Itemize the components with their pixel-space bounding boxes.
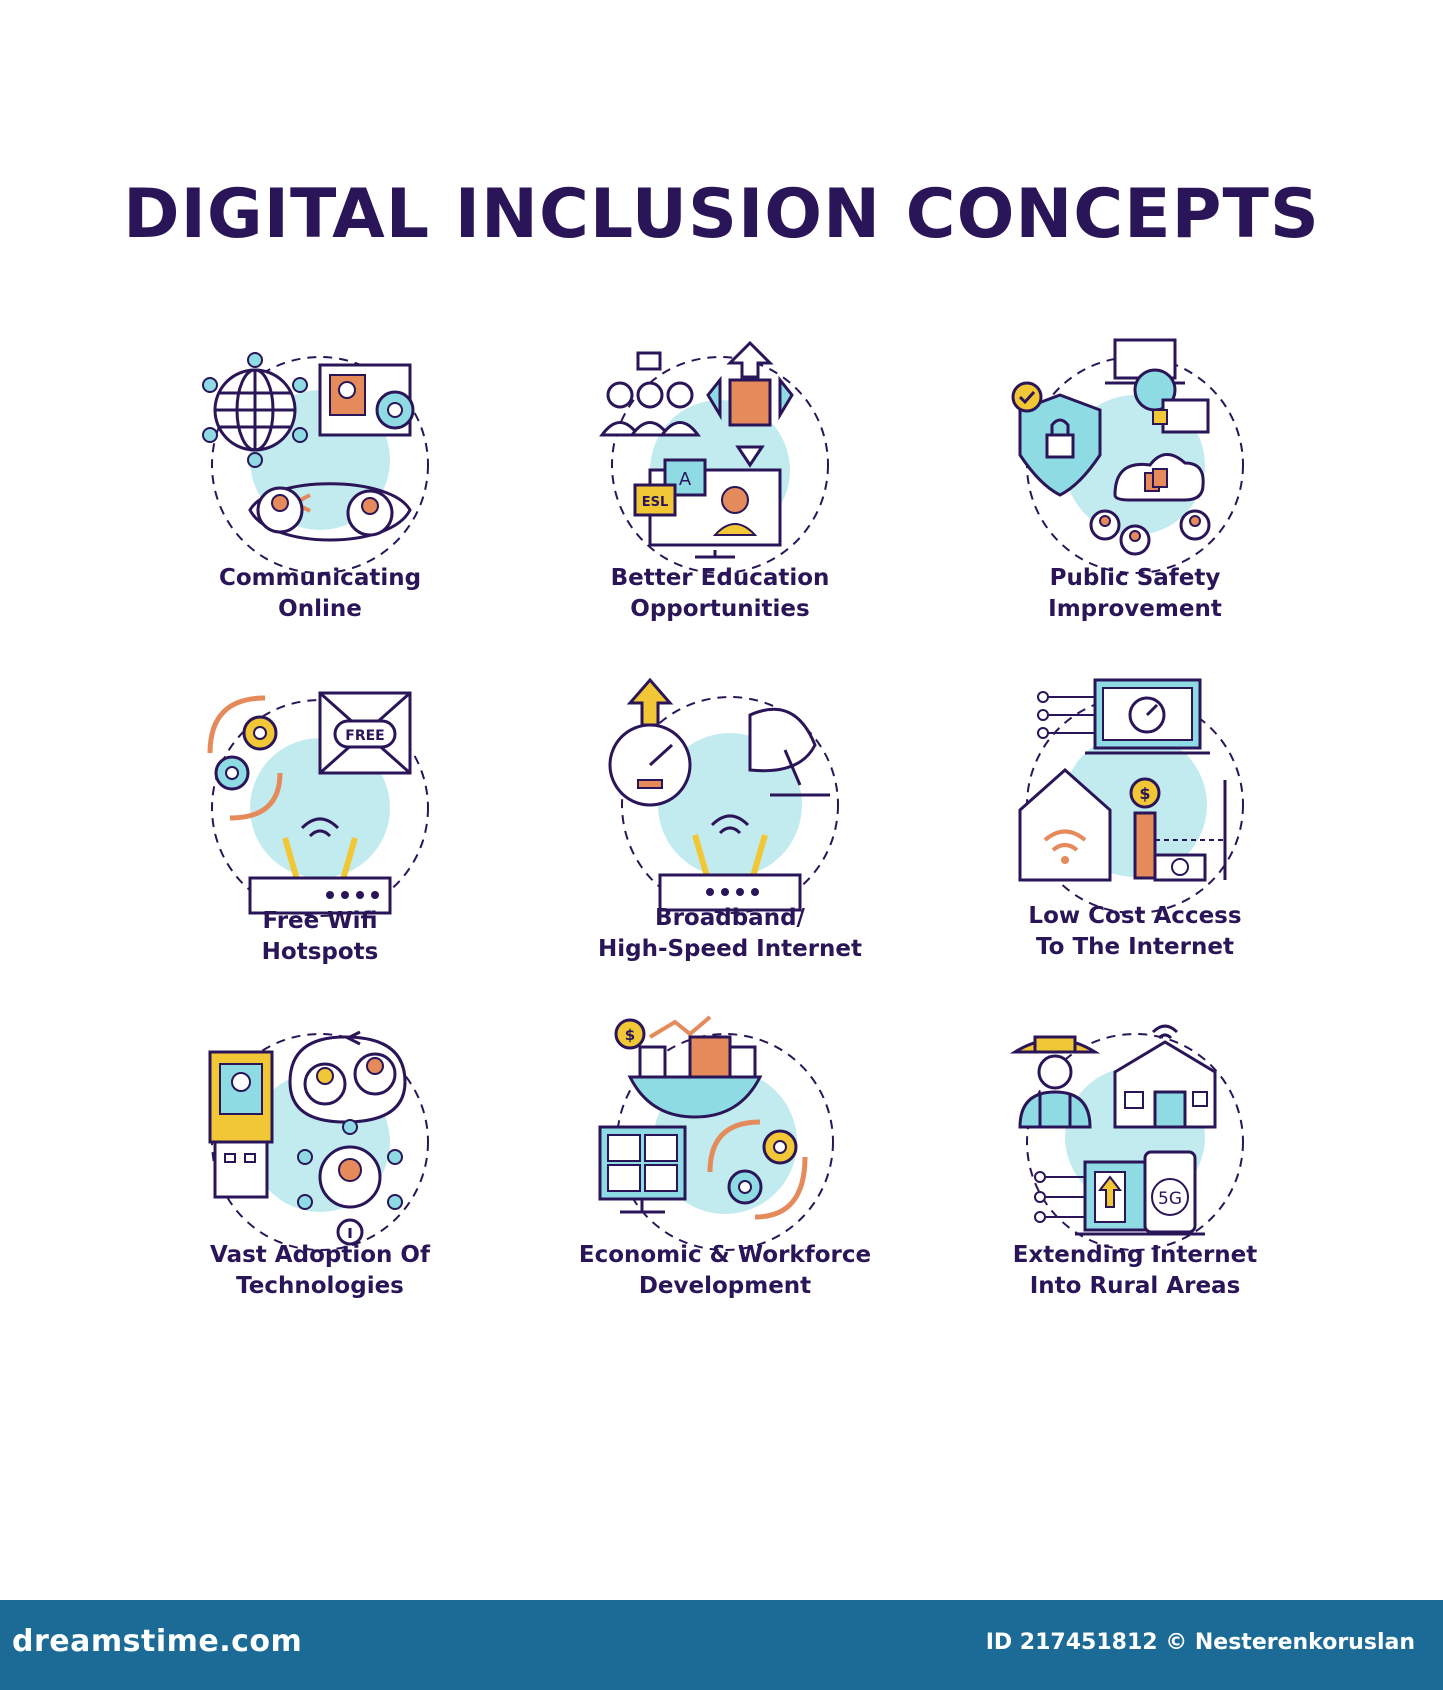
concept-label: Low Cost Access To The Internet: [945, 901, 1325, 963]
label-line2: Development: [638, 1273, 812, 1299]
page-title: DIGITAL INCLUSION CONCEPTS: [123, 175, 1320, 254]
concept-rural-internet: 5G Extending Internet Into Rural Areas: [985, 1012, 1285, 1342]
label-line1: Better Education: [610, 565, 830, 591]
broadband-icon: [608, 677, 839, 914]
concepts-grid: Communicating Online A ESL: [170, 335, 1285, 1342]
concept-low-cost-access: $ Low Cost Access To The Internet: [985, 675, 1285, 1005]
concept-free-wifi: FREE Free Wifi Hotspots: [170, 678, 470, 1008]
letter-a-text: A: [679, 469, 692, 490]
label-line2: Hotspots: [261, 939, 379, 965]
concept-economic-development: $ Economic & Workforce Development: [575, 1012, 875, 1342]
label-line1: Public Safety: [1049, 565, 1221, 591]
esl-badge-text: ESL: [642, 495, 669, 510]
communicating-online-icon: [202, 352, 429, 574]
label-line2: High-Speed Internet: [597, 936, 863, 962]
label-line2: Online: [278, 596, 362, 622]
label-line2: To The Internet: [1036, 934, 1234, 960]
concept-better-education: A ESL Better Education Opportunities: [570, 335, 870, 665]
label-line2: Into Rural Areas: [1029, 1273, 1241, 1299]
dollar-coin-text: $: [1139, 784, 1150, 803]
concept-label: Broadband/ High-Speed Internet: [540, 903, 920, 965]
public-safety-icon: [1011, 338, 1244, 574]
concept-communicating-online: Communicating Online: [170, 335, 470, 665]
economic-development-icon: $: [598, 1015, 834, 1251]
label-line1: Extending Internet: [1012, 1242, 1258, 1268]
label-line1: Vast Adoption Of: [210, 1242, 430, 1268]
5g-badge-text: 5G: [1158, 1189, 1182, 1209]
concept-technology-adoption: Vast Adoption Of Technologies: [170, 1012, 470, 1342]
label-line2: Improvement: [1048, 596, 1222, 622]
concept-label: Vast Adoption Of Technologies: [130, 1240, 510, 1302]
free-badge-text: FREE: [345, 728, 384, 744]
education-icon: A ESL: [599, 340, 829, 574]
concept-label: Public Safety Improvement: [945, 563, 1325, 625]
label-line1: Economic & Workforce: [578, 1242, 872, 1268]
label-line1: Free Wifi: [262, 908, 378, 934]
concept-broadband: Broadband/ High-Speed Internet: [580, 675, 880, 1005]
technology-adoption-icon: [208, 1030, 429, 1251]
label-line2: Opportunities: [630, 596, 810, 622]
wifi-hotspot-icon: FREE: [207, 691, 429, 917]
rural-internet-icon: 5G: [1009, 1024, 1244, 1251]
concept-label: Better Education Opportunities: [530, 563, 910, 625]
concept-label: Communicating Online: [130, 563, 510, 625]
dollar-coin-text: $: [625, 1026, 635, 1044]
concept-label: Free Wifi Hotspots: [130, 906, 510, 968]
watermark-footer: dreamstime.com ID 217451812 © Nesterenko…: [0, 1600, 1443, 1690]
footer-logo: dreamstime.com: [12, 1624, 303, 1659]
label-line1: Broadband/: [655, 905, 805, 931]
label-line1: Low Cost Access: [1028, 903, 1242, 929]
concept-label: Economic & Workforce Development: [535, 1240, 915, 1302]
low-cost-access-icon: $: [1018, 678, 1244, 914]
concept-label: Extending Internet Into Rural Areas: [945, 1240, 1325, 1302]
concept-public-safety: Public Safety Improvement: [985, 335, 1285, 665]
footer-image-id: ID 217451812 © Nesterenkoruslan: [985, 1630, 1415, 1655]
label-line2: Technologies: [236, 1273, 404, 1299]
label-line1: Communicating: [218, 565, 422, 591]
